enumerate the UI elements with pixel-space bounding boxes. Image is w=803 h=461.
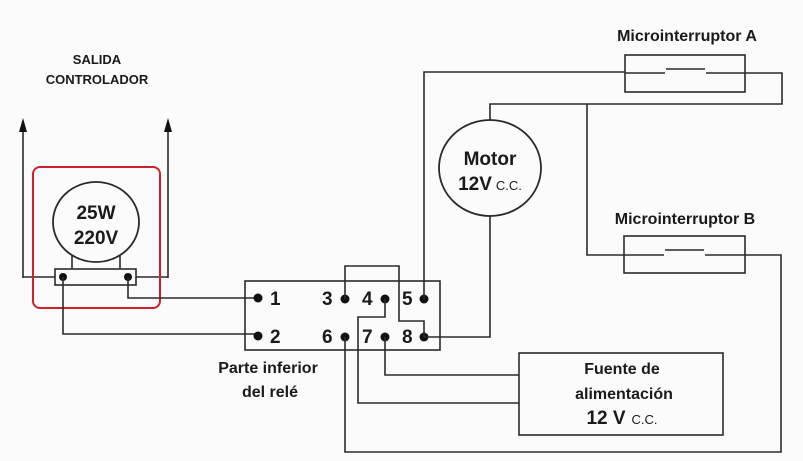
wire-motor-to-8 [424, 216, 491, 338]
lamp-circle [52, 181, 140, 263]
motor-voltage: 12V [458, 174, 492, 195]
lamp-terminal-block [54, 268, 137, 286]
wire-4-to-supply [357, 299, 519, 404]
relay-box [244, 280, 441, 351]
microswitch-a: Microinterruptor A [617, 28, 757, 93]
switch-a-label: Microinterruptor A [617, 28, 757, 45]
terminal-5-label: 5 [402, 289, 413, 310]
controller-output-label-line1: SALIDA [73, 52, 122, 67]
supply-voltage: 12 V [586, 408, 625, 429]
wire-motor-to-switch-a [489, 72, 783, 120]
wire-3-to-8-jumper [344, 265, 425, 337]
terminal-7-label: 7 [362, 327, 373, 348]
controller-output-label-line2: CONTROLADOR [46, 72, 149, 87]
wire-7-to-supply [384, 337, 519, 376]
lamp-voltage: 220V [74, 228, 119, 249]
supply-label-line2: alimentación [575, 386, 673, 403]
arrow-up-icon [164, 118, 172, 132]
wire-lamp-to-terminal-1 [127, 277, 258, 299]
lamp-power: 25W [76, 203, 115, 224]
wire-5-to-switch-a [423, 71, 625, 299]
lamp: 25W 220V [52, 181, 140, 286]
controller-output-wires [19, 118, 172, 278]
terminal-6-label: 6 [322, 327, 333, 348]
terminal-4-label: 4 [362, 289, 373, 310]
wire-6-to-switch-b [344, 254, 782, 453]
terminal-1-label: 1 [270, 289, 281, 310]
terminal-3-label: 3 [322, 289, 333, 310]
motor-unit: C.C. [496, 178, 522, 193]
arrow-up-icon [19, 118, 27, 132]
motor-label: Motor [464, 149, 517, 170]
terminal-2-label: 2 [270, 327, 281, 348]
supply-unit: C.C. [632, 412, 658, 427]
relay-label-line2: del relé [242, 384, 298, 401]
motor-rating: 12V C.C. [458, 174, 522, 195]
terminal-8-label: 8 [402, 327, 413, 348]
relay-bottom: 1 2 3 4 5 6 7 8 Parte inferior del relé [218, 280, 441, 401]
wire-lamp-to-terminal-2 [62, 277, 258, 335]
highlight-box [32, 166, 161, 309]
supply-label-line1: Fuente de [584, 361, 660, 378]
motor: Motor 12V C.C. [438, 119, 542, 217]
switch-b-label: Microinterruptor B [615, 211, 755, 228]
power-supply: Fuente de alimentación 12 V C.C. [518, 352, 724, 436]
wire-to-switch-b [586, 104, 624, 256]
relay-label-line1: Parte inferior [218, 360, 318, 377]
supply-rating: 12 V C.C. [586, 408, 657, 429]
microswitch-b: Microinterruptor B [615, 211, 755, 274]
